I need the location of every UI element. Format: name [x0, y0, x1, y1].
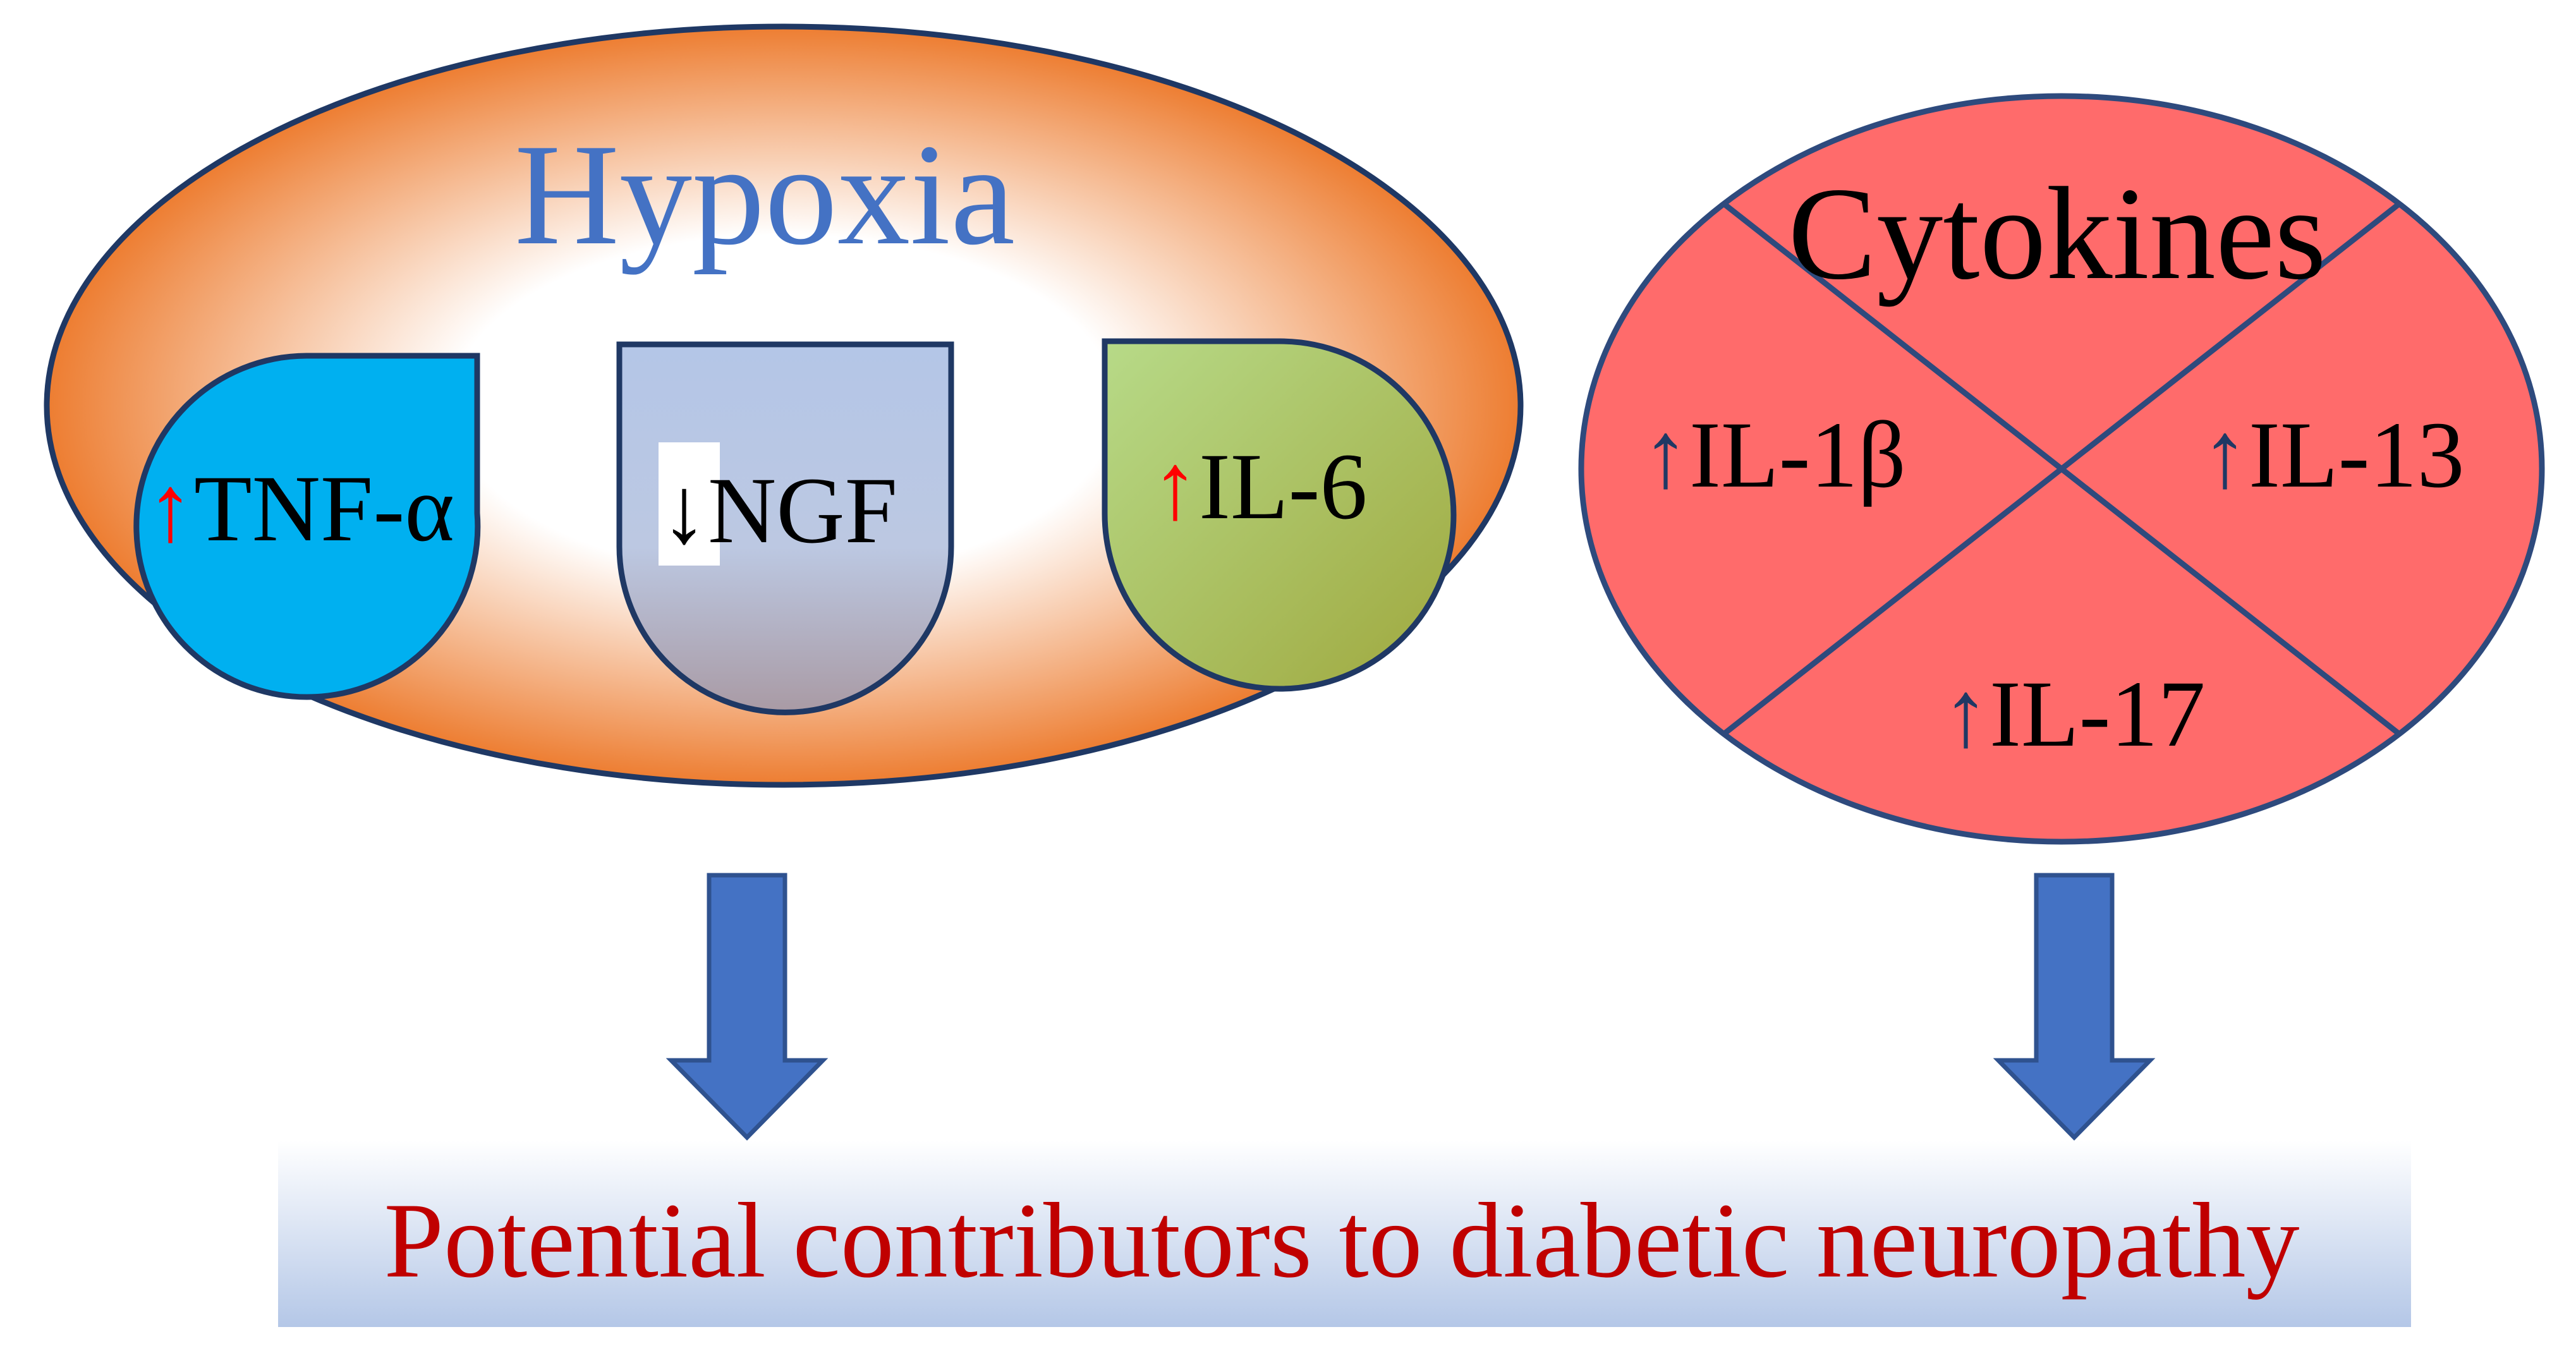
ngf-label: NGF [708, 458, 897, 563]
tnf-alpha-label: TNF-α [194, 456, 454, 561]
hypoxia-title: Hypoxia [514, 114, 1015, 275]
hypoxia-group: Hypoxia ↑TNF-α ↓NGF ↑IL-6 [44, 23, 1524, 788]
il13-text: ↑IL-13 [2201, 403, 2465, 507]
il17-label: IL-17 [1990, 662, 2206, 767]
il13-up-arrow: ↑ [2201, 403, 2249, 507]
cytokines-group: Cytokines ↑IL-1β ↑IL-13 ↑IL-17 [1578, 93, 2545, 845]
outcome-band: Potential contributors to diabetic neuro… [278, 1141, 2411, 1327]
outcome-text: Potential contributors to diabetic neuro… [384, 1181, 2300, 1300]
tnf-alpha-teardrop [133, 353, 481, 700]
tnf-alpha-up-arrow: ↑ [147, 456, 194, 561]
il6-label: IL-6 [1199, 434, 1368, 539]
il13-label: IL-13 [2249, 403, 2465, 507]
outcome-band-background [278, 1141, 2411, 1327]
ngf-shield [616, 341, 954, 715]
il17-up-arrow: ↑ [1942, 662, 1990, 767]
il1b-text: ↑IL-1β [1642, 403, 1906, 507]
il6-text: ↑IL-6 [1151, 434, 1368, 539]
ngf-text: ↓NGF [660, 458, 897, 563]
il6-leaf [1102, 338, 1457, 692]
ngf-arrow-box [659, 442, 720, 566]
cytokines-down-arrow [1993, 873, 2156, 1141]
ngf-down-arrow: ↓ [660, 458, 708, 563]
hypoxia-down-arrow [665, 873, 829, 1141]
cytokines-divider-2 [1722, 201, 2402, 737]
tnf-alpha-shape: ↑TNF-α [133, 353, 481, 700]
il1b-up-arrow: ↑ [1642, 403, 1689, 507]
cytokines-title: Cytokines [1788, 161, 2326, 307]
il1b-label: IL-1β [1689, 403, 1906, 507]
il6-shape: ↑IL-6 [1102, 338, 1457, 692]
il17-text: ↑IL-17 [1942, 662, 2206, 767]
il6-up-arrow: ↑ [1151, 434, 1199, 539]
ngf-shape: ↓NGF [616, 341, 954, 715]
tnf-alpha-text: ↑TNF-α [147, 456, 454, 561]
